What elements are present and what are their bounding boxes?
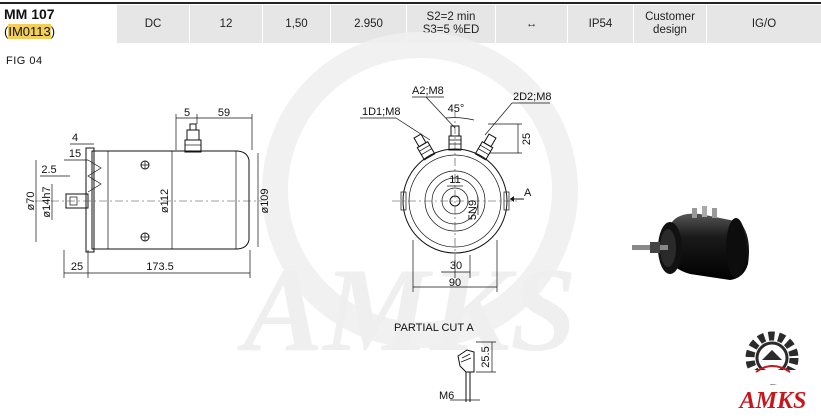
top-rule — [0, 2, 821, 4]
front-terminals — [413, 125, 497, 161]
model-code-close: ) — [50, 24, 56, 39]
partial-cut: PARTIAL CUT A 25.5 M6 — [394, 322, 496, 402]
spec-rotation: ↔ — [495, 5, 567, 43]
dimension-label: 90 — [449, 277, 461, 289]
side-view: 5 59 4 15 2.5 ø70 ø14h7 ø112 ø109 25 173… — [25, 107, 271, 278]
side-dimensions: 5 59 4 15 2.5 ø70 ø14h7 ø112 ø109 25 173… — [25, 107, 271, 278]
dimension-label: 2.5 — [41, 164, 56, 176]
terminal — [184, 123, 202, 153]
dimension-label: ø109 — [259, 188, 271, 213]
amks-logo: AMKS — [738, 331, 807, 414]
dimension-label: A2;M8 — [412, 85, 444, 97]
dimension-label: M6 — [439, 390, 454, 402]
dimension-label: ø112 — [159, 189, 171, 213]
model-cell: MM 107 (IM0113) — [4, 6, 114, 42]
spec-power: 1,50 — [262, 5, 330, 43]
partial-cut-part — [457, 349, 475, 373]
body-screws — [140, 160, 150, 242]
dimension-label: 25 — [71, 261, 83, 273]
spec-speed: 2.950 — [330, 5, 406, 43]
spec-shaft: IG/O — [706, 5, 821, 43]
dimension-label: 4 — [72, 132, 78, 144]
spec-table: DC 12 1,50 2.950 S2=2 min S3=5 %ED ↔ IP5… — [116, 5, 821, 43]
flange-plate — [85, 147, 95, 253]
dimension-label: PARTIAL CUT A — [394, 322, 474, 334]
dimension-label: ø14h7 — [41, 186, 53, 217]
motor-body — [91, 150, 250, 250]
watermark-text: AMKS — [236, 243, 577, 376]
spec-voltage: 12 — [189, 5, 262, 43]
motor-photo — [632, 206, 749, 280]
model-code-open: ( — [4, 24, 9, 39]
spec-header: MM 107 (IM0113) DC 12 1,50 2.950 S2=2 mi… — [0, 0, 821, 44]
gear-icon — [745, 331, 799, 385]
dimension-label: 5 — [184, 107, 190, 119]
spec-current-type: DC — [116, 5, 189, 43]
dimension-label: 2D2;M8 — [513, 91, 552, 103]
dimension-label: 11 — [449, 174, 460, 186]
model-code-highlight: IM0113 — [8, 24, 51, 39]
dimension-label: ø70 — [25, 192, 37, 211]
logo-text: AMKS — [738, 388, 807, 414]
dimension-label: 15 — [69, 148, 81, 160]
dimension-label: 45° — [448, 103, 465, 115]
spec-protection: IP54 — [567, 5, 633, 43]
model-code: (IM0113) — [4, 24, 114, 40]
watermark: AMKS — [236, 32, 578, 376]
dimension-label: 173.5 — [146, 261, 174, 273]
dimension-label: 5N9 — [467, 200, 479, 220]
dimension-label: 25 — [521, 133, 533, 145]
dimension-label: A — [524, 187, 532, 199]
dimension-label: 1D1;M8 — [362, 106, 401, 118]
front-view: 45° A2;M8 1D1;M8 2D2;M8 25 11 5N9 A 30 — [360, 85, 552, 292]
spec-mounting: Customer design — [633, 5, 706, 43]
model-name: MM 107 — [4, 6, 55, 22]
dimension-label: 25.5 — [480, 346, 492, 367]
dimension-label: 30 — [450, 260, 462, 272]
figure-label: FIG 04 — [6, 55, 43, 67]
dimension-label: 59 — [218, 107, 230, 119]
